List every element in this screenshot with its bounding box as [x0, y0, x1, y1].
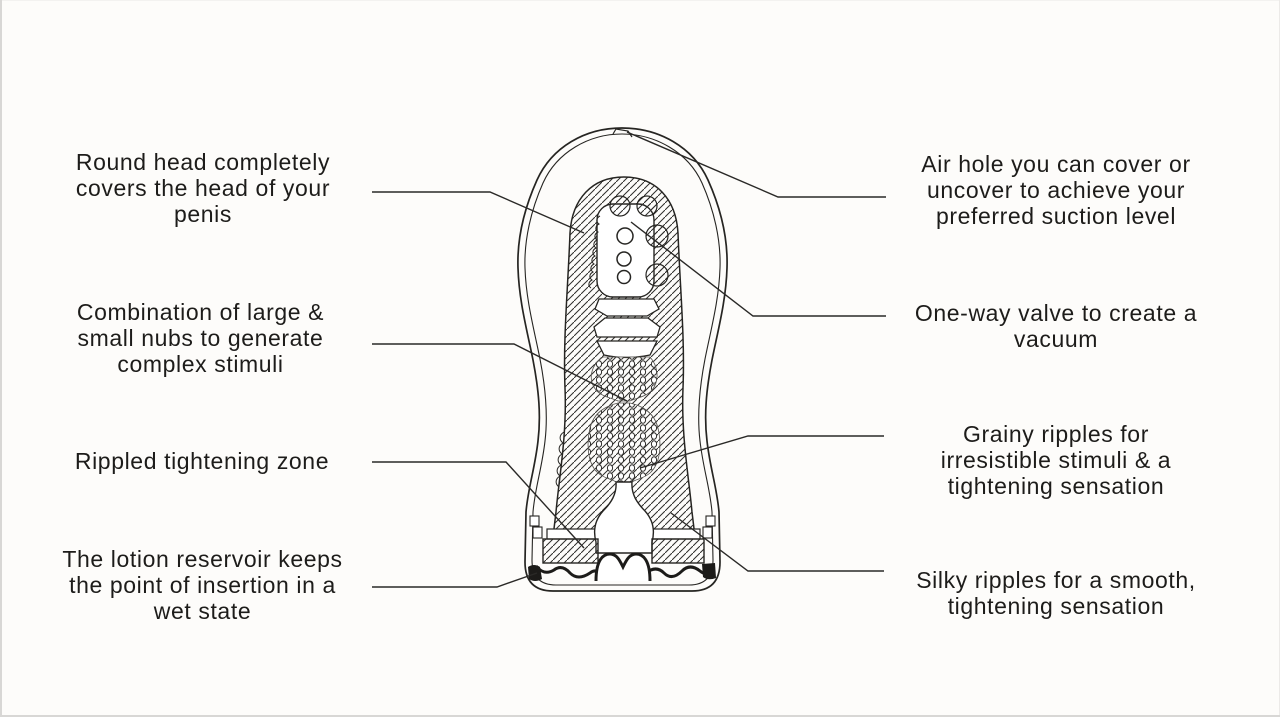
- label-silky-ripples: Silky ripples for a smooth, tightening s…: [916, 567, 1196, 619]
- leader-one-way-valve: [630, 221, 886, 317]
- lotion-pool-right: [702, 563, 716, 580]
- label-rippled-zone: Rippled tightening zone: [74, 448, 330, 474]
- leader-round-head: [372, 191, 585, 234]
- leader-nubs: [372, 343, 628, 402]
- large-nub: [645, 224, 669, 248]
- valve-hole: [616, 227, 634, 245]
- label-round-head: Round head completely covers the head of…: [75, 149, 331, 227]
- head-ripple-edge: [588, 215, 601, 289]
- cup-outer-shell-inner-line: [524, 133, 721, 586]
- leader-lotion: [372, 572, 538, 588]
- grainy-ripple-chamber-lower: [587, 402, 661, 483]
- leader-rippled: [372, 461, 585, 549]
- large-nub: [645, 263, 669, 287]
- rippled-zone-edge: [555, 431, 565, 488]
- head-crown-nub: [609, 195, 631, 217]
- leader-air-hole: [626, 131, 886, 198]
- label-grainy-ripples: Grainy ripples for irresistible stimuli …: [940, 421, 1172, 499]
- base-block-right: [651, 538, 705, 564]
- valve-hole: [616, 251, 632, 267]
- label-lotion-reservoir: The lotion reservoir keeps the point of …: [62, 546, 343, 624]
- grainy-ripple-chamber-upper: [590, 356, 658, 402]
- label-one-way-valve: One-way valve to create a vacuum: [914, 300, 1198, 352]
- leader-silky: [670, 512, 884, 572]
- leader-grainy: [639, 435, 884, 469]
- label-air-hole: Air hole you can cover or uncover to ach…: [921, 151, 1191, 229]
- head-crown-nub: [636, 195, 658, 217]
- reservoir-wave-left: [534, 565, 604, 579]
- insertion-orifice: [594, 552, 652, 582]
- valve-hole: [616, 269, 632, 285]
- one-way-valve-stack: [593, 298, 661, 359]
- label-nubs: Combination of large & small nubs to gen…: [76, 299, 325, 377]
- base-clip-details: [529, 515, 716, 539]
- base-block-left: [542, 538, 599, 564]
